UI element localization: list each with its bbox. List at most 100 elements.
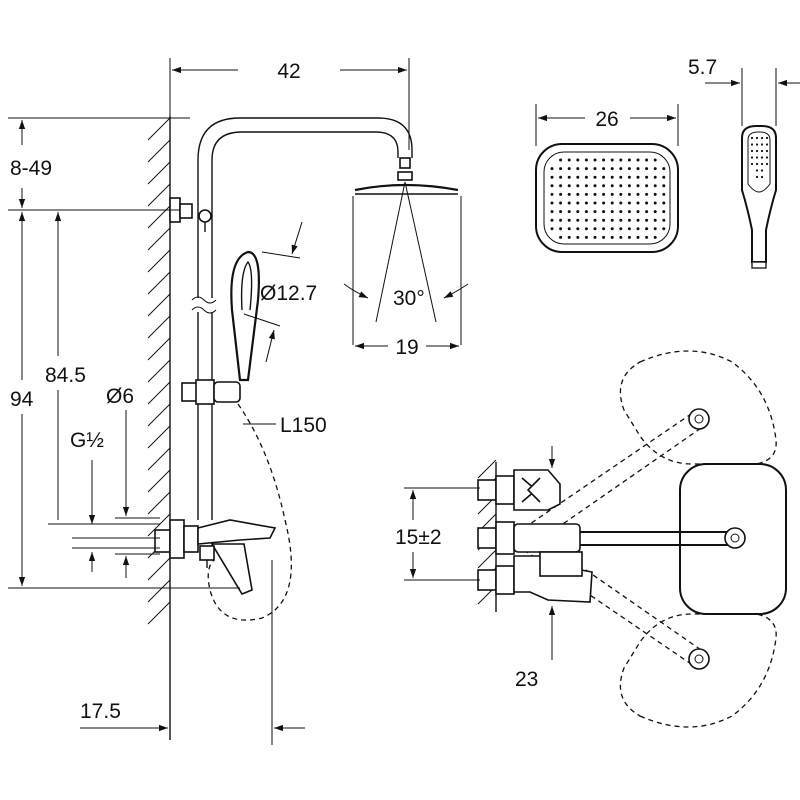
nozzle-dot [550, 227, 554, 231]
nozzle-dot [645, 201, 649, 205]
nozzle-dot [584, 158, 588, 162]
nozzle-dot [602, 201, 606, 205]
dim-hand-shower-width: 5.7 [688, 56, 717, 79]
nozzle-dot [559, 192, 563, 196]
nozzle-dot [645, 227, 649, 231]
nozzle-dot [653, 158, 657, 162]
nozzle-dot [584, 167, 588, 171]
hand-nozzle-dot [760, 156, 764, 159]
nozzle-dot [636, 218, 640, 222]
nozzle-dot [619, 235, 623, 239]
nozzle-dot [576, 192, 580, 196]
hand-nozzle-dot [755, 136, 759, 140]
nozzle-dot [559, 210, 563, 214]
nozzle-dot [619, 192, 623, 196]
dim-wall-distance: 17.5 [80, 700, 121, 723]
hand-nozzle-dot [760, 136, 764, 140]
nozzle-dot [619, 227, 623, 231]
nozzle-dot [619, 184, 623, 188]
nozzle-dot [576, 167, 580, 171]
nozzle-dot [653, 167, 657, 171]
hand-shower [230, 250, 260, 382]
nozzle-dot [627, 167, 631, 171]
nozzle-dot [627, 175, 631, 179]
nozzle-dot [662, 218, 666, 222]
nozzle-dot [653, 235, 657, 239]
nozzle-dot [653, 192, 657, 196]
nozzle-dot [593, 227, 597, 231]
nozzle-dot [645, 192, 649, 196]
nozzle-dot [610, 158, 614, 162]
head-swing-upper [619, 350, 777, 465]
dim-hand-shower-diameter: Ø12.7 [260, 282, 317, 305]
nozzle-dot [567, 158, 571, 162]
hand-nozzle-dot [765, 136, 769, 140]
nozzle-dot [653, 210, 657, 214]
nozzle-dot [559, 235, 563, 239]
nozzle-dot [619, 210, 623, 214]
nozzle-dot [645, 158, 649, 162]
dim-spray-angle: 30° [393, 287, 425, 310]
hand-nozzle-dot [760, 162, 764, 166]
head-swing-lower [619, 613, 777, 728]
nozzle-dot [662, 184, 666, 188]
nozzle-dot [619, 201, 623, 205]
nozzle-dot [610, 218, 614, 222]
nozzle-dot [645, 210, 649, 214]
hand-nozzle-dot [755, 143, 759, 146]
nozzle-dot [610, 175, 614, 179]
nozzle-dot [584, 218, 588, 222]
nozzle-dot [645, 235, 649, 239]
nozzle-dot [593, 210, 597, 214]
nozzle-dot [576, 175, 580, 179]
nozzle-dot [593, 175, 597, 179]
hand-shower-front-view: 5.7 [688, 56, 800, 269]
arm-joint [399, 157, 411, 169]
plan-view: 15±2 23 [395, 350, 787, 728]
dim-head-width: 26 [595, 108, 618, 131]
shower-head-side [352, 183, 462, 345]
dim-spout-reach: 23 [515, 668, 538, 691]
nozzle-dot [619, 218, 623, 222]
nozzle-dot [610, 235, 614, 239]
dim-hose-length: L150 [280, 414, 327, 437]
nozzle-dot [602, 175, 606, 179]
hand-nozzle-grid [750, 136, 769, 179]
nozzle-dot [559, 167, 563, 171]
nozzle-dot [550, 192, 554, 196]
hand-nozzle-dot [750, 136, 754, 140]
nozzle-dot [602, 227, 606, 231]
nozzle-dot [627, 184, 631, 188]
nozzle-dot [593, 218, 597, 222]
nozzle-dot [559, 184, 563, 188]
nozzle-dot [602, 235, 606, 239]
wall-hatch [147, 116, 171, 740]
nozzle-dot [550, 175, 554, 179]
nozzle-dot [610, 227, 614, 231]
nozzle-dot [602, 167, 606, 171]
nozzle-dot [602, 192, 606, 196]
nozzle-dot [662, 210, 666, 214]
nozzle-dot [662, 167, 666, 171]
nozzle-dot [584, 184, 588, 188]
nozzle-dot [636, 184, 640, 188]
nozzle-dot [567, 167, 571, 171]
nozzle-dot [550, 167, 554, 171]
dim-rail-diameter: Ø6 [106, 385, 134, 408]
nozzle-dot [645, 218, 649, 222]
nozzle-dot [576, 218, 580, 222]
nozzle-dot [593, 192, 597, 196]
nozzle-dot [559, 227, 563, 231]
nozzle-dot [602, 158, 606, 162]
nozzle-dot [576, 184, 580, 188]
nozzle-dot [593, 167, 597, 171]
hand-nozzle-dot [760, 175, 764, 179]
mixer-tap [154, 519, 277, 595]
nozzle-dot [610, 201, 614, 205]
hand-nozzle-dot [755, 149, 759, 153]
nozzle-dot [653, 218, 657, 222]
hand-nozzle-dot [765, 149, 769, 153]
nozzle-dot [550, 210, 554, 214]
nozzle-dot [627, 227, 631, 231]
